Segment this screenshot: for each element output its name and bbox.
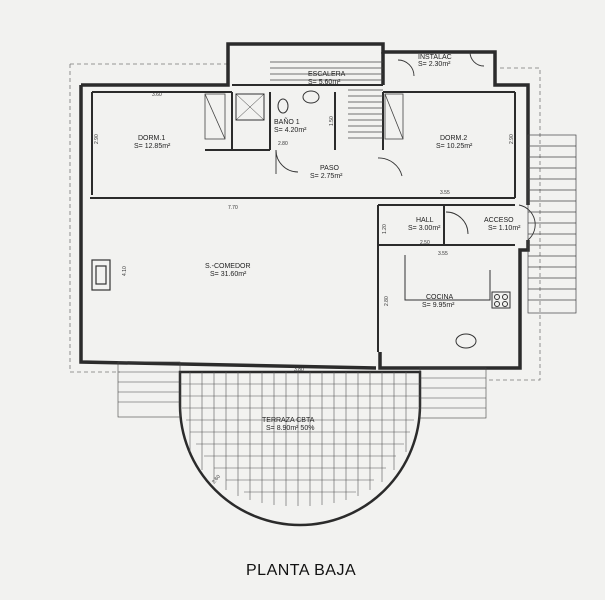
room-comedor-name: S.-COMEDOR [205,263,251,270]
fireplace [91,259,111,291]
room-escalera-name: ESCALERA [308,71,346,78]
dim-terraza-width: 3.80 [294,367,304,373]
room-bano1-name: BAÑO 1 [274,117,300,126]
shower-tray [235,93,265,121]
side-stairs [527,134,577,314]
room-instalac-name: INSTALAC [418,54,452,61]
dim-hall-depth: 1.20 [382,224,388,234]
dim-comedor-width: 7.70 [228,205,238,211]
room-paso-area: S= 2.75m² [310,173,343,180]
bathroom-fixtures [235,90,320,121]
terrace [117,361,487,527]
room-escalera-area: S= 5.60m² [308,79,341,86]
dim-cocina-width: 3.55 [438,251,448,257]
room-hall-area: S= 3.00m² [408,225,441,232]
dim-cocina-depth: 2.80 [384,296,390,306]
room-labels: ESCALERA S= 5.60m² INSTALAC S= 2.30m² BA… [134,54,521,432]
room-terraza-name: TERRAZA CBTA [262,417,315,424]
room-acceso-area: S= 1.10m² [488,225,521,232]
room-bano1-area: S= 4.20m² [274,127,307,134]
dim-dorm2-depth: 2.90 [509,134,515,144]
dim-dorm1-depth: 2.90 [94,134,100,144]
room-terraza-area: S= 8.90m² 50% [266,425,314,432]
dim-bano-width: 2.80 [278,141,288,147]
kitchen-counter [404,255,511,349]
dim-dorm1-width: 3.60 [152,92,162,98]
terrace-floor [178,370,422,527]
room-dorm2-area: S= 10.25m² [436,143,473,150]
room-dorm1-area: S= 12.85m² [134,143,171,150]
kitchen-sink [455,333,477,349]
dim-bano-depth: 1.50 [329,116,335,126]
dim-comedor-depth: 4.10 [122,266,128,276]
room-cocina-name: COCINA [426,294,454,301]
room-dorm2-name: DORM.2 [440,135,467,142]
dimension-labels: 3.60 2.90 2.80 1.50 1.20 3.55 7.70 2.50 … [94,92,515,485]
room-instalac-area: S= 2.30m² [418,61,451,68]
dim-terraza-radius: 2.60 [211,474,222,485]
room-paso-name: PASO [320,165,339,172]
washbasin [302,90,320,104]
room-comedor-area: S= 31.60m² [210,271,247,278]
room-cocina-area: S= 9.95m² [422,302,455,309]
dim-dorm2-width: 3.55 [440,190,450,196]
cooktop [491,291,511,309]
plan-title: PLANTA BAJA [246,562,356,579]
doors [275,51,536,241]
room-hall-name: HALL [416,217,434,224]
dim-hall-width: 2.50 [420,240,430,246]
plot-outline [69,63,541,381]
staircase [270,61,383,139]
built-in-wardrobes [204,93,404,140]
toilet [277,98,289,114]
room-dorm1-name: DORM.1 [138,135,165,142]
room-acceso-name: ACCESO [484,217,514,224]
